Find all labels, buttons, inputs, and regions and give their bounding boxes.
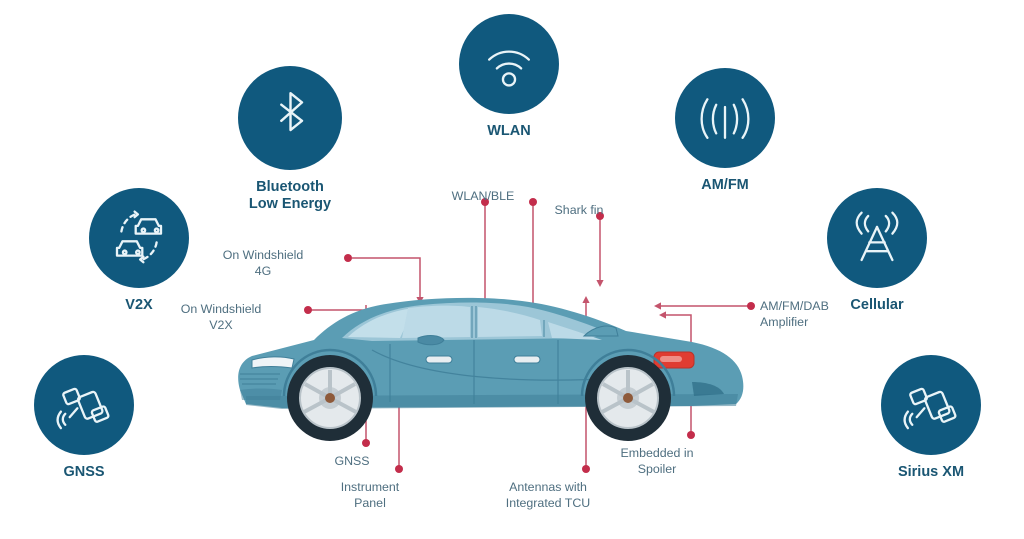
car-illustration [238, 297, 744, 441]
satellite-icon [881, 355, 981, 455]
rear-wheel [585, 355, 671, 441]
badge-label: GNSS [63, 464, 105, 480]
callout-antennas-integrated-tcu: Antennas with Integrated TCU [505, 480, 591, 511]
badge-gnss[interactable]: GNSS [14, 355, 154, 481]
badge-label: V2X [125, 297, 153, 313]
callout-on-windshield-v2x: On Windshield V2X [180, 302, 262, 333]
badge-bluetooth-low-energy[interactable]: Bluetooth Low Energy [220, 66, 360, 213]
shark-fin-antenna [582, 325, 619, 337]
front-wheel [287, 355, 373, 441]
rear-door-window [478, 307, 542, 337]
headlight [251, 356, 295, 369]
tail-light-highlight [660, 356, 682, 362]
satellite-icon [34, 355, 134, 455]
callout-am-fm-dab-amplifier: AM/FM/DAB Amplifier [760, 299, 829, 330]
pillar-lines [471, 306, 545, 338]
wheel-arches [282, 348, 676, 397]
front-door-window [402, 305, 470, 338]
callout-gnss-callout: GNSS [334, 454, 370, 468]
antenna-waves-icon [675, 68, 775, 168]
v2x-cars-icon [89, 188, 189, 288]
callout-embedded-in-spoiler: Embedded in Spoiler [620, 446, 694, 477]
badge-v2x[interactable]: V2X [69, 188, 209, 314]
callout-instrument-panel: Instrument Panel [340, 480, 400, 511]
bluetooth-icon [238, 66, 342, 170]
badge-cellular[interactable]: Cellular [807, 188, 947, 314]
badge-wlan[interactable]: WLAN [439, 14, 579, 140]
leader-endpoint-dots [304, 198, 755, 473]
badge-sirius-xm[interactable]: Sirius XM [861, 355, 1001, 481]
badge-label: WLAN [487, 123, 531, 139]
wifi-icon [459, 14, 559, 114]
cell-tower-icon [827, 188, 927, 288]
side-mirror [417, 335, 445, 346]
badge-am-fm[interactable]: AM/FM [655, 68, 795, 194]
badge-label: AM/FM [701, 177, 749, 193]
front-grille [240, 373, 280, 385]
badge-label: Cellular [850, 297, 904, 313]
badge-label: Sirius XM [897, 464, 965, 480]
callout-wlan-ble: WLAN/BLE [451, 189, 515, 203]
callout-on-windshield-4g: On Windshield 4G [222, 248, 304, 279]
badge-label: Bluetooth Low Energy [248, 179, 332, 213]
front-bumper-intake [240, 388, 282, 400]
windshield [348, 308, 414, 338]
callout-shark-fin: Shark fin [554, 203, 604, 217]
rear-bumper-vent [692, 382, 724, 396]
door-handles [425, 355, 541, 364]
leader-on-windshield-4g [352, 257, 421, 300]
